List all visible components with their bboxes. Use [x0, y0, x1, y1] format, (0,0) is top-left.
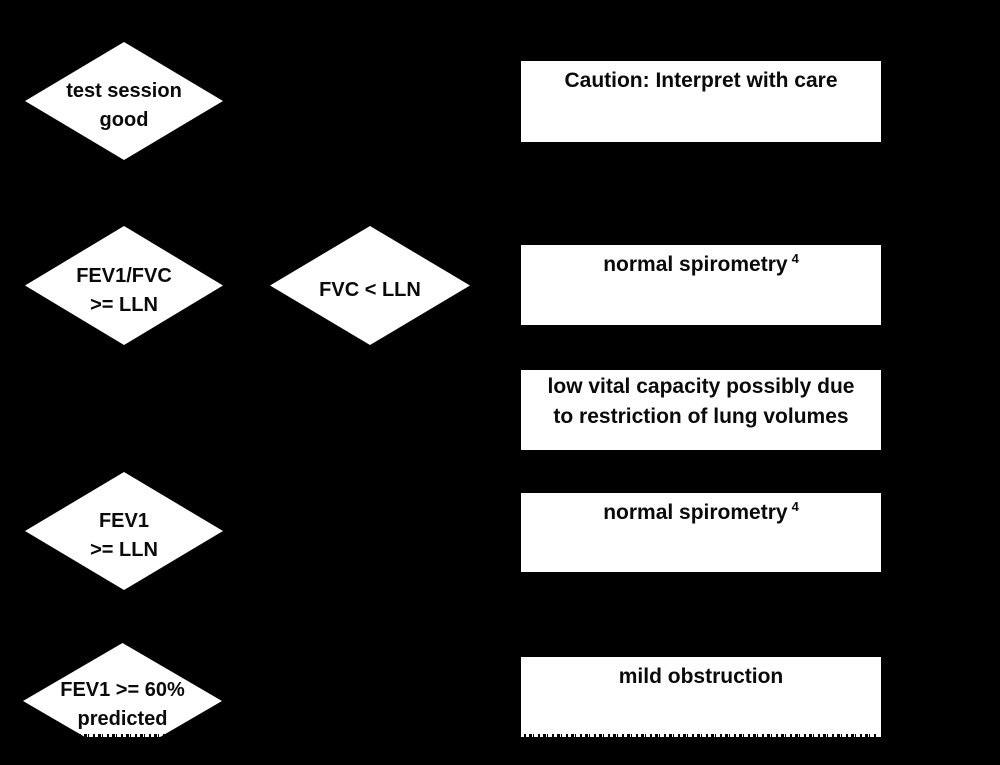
- decision-label: FEV1/FVC >= LLN: [76, 264, 172, 316]
- outcome-low-vital-capacity: low vital capacity possibly due to restr…: [521, 370, 881, 450]
- footnote-marker: 4: [791, 499, 799, 514]
- decision-label: test session good: [66, 80, 182, 131]
- decision-fev1-gte-lln: FEV1 >= LLN: [25, 472, 223, 590]
- decision-fev1-gte-60pct-predicted: FEV1 >= 60% predicted: [23, 643, 222, 737]
- decision-label: FVC < LLN: [319, 279, 421, 301]
- outcome-label: normal spirometry: [603, 501, 788, 524]
- decision-label: FEV1 >= 60% predicted: [60, 679, 185, 730]
- outcome-label: low vital capacity possibly due to restr…: [547, 375, 855, 429]
- outcome-mild-obstruction: mild obstruction: [521, 657, 881, 737]
- decision-fev1-fvc-gte-lln: FEV1/FVC >= LLN: [25, 226, 223, 345]
- outcome-label: mild obstruction: [618, 665, 784, 688]
- cropped-footnote-fragment: [524, 734, 878, 737]
- outcome-caution-interpret-with-care: Caution: Interpret with care: [521, 61, 881, 142]
- decision-label: FEV1 >= LLN: [90, 510, 158, 561]
- outcome-label: Caution: Interpret with care: [564, 69, 838, 92]
- decision-test-session-good: test session good: [25, 42, 223, 160]
- footnote-marker: 4: [791, 251, 799, 266]
- decision-fvc-lt-lln: FVC < LLN: [270, 226, 470, 345]
- cropped-footnote-fragment: [78, 734, 167, 737]
- outcome-label: normal spirometry: [603, 253, 788, 276]
